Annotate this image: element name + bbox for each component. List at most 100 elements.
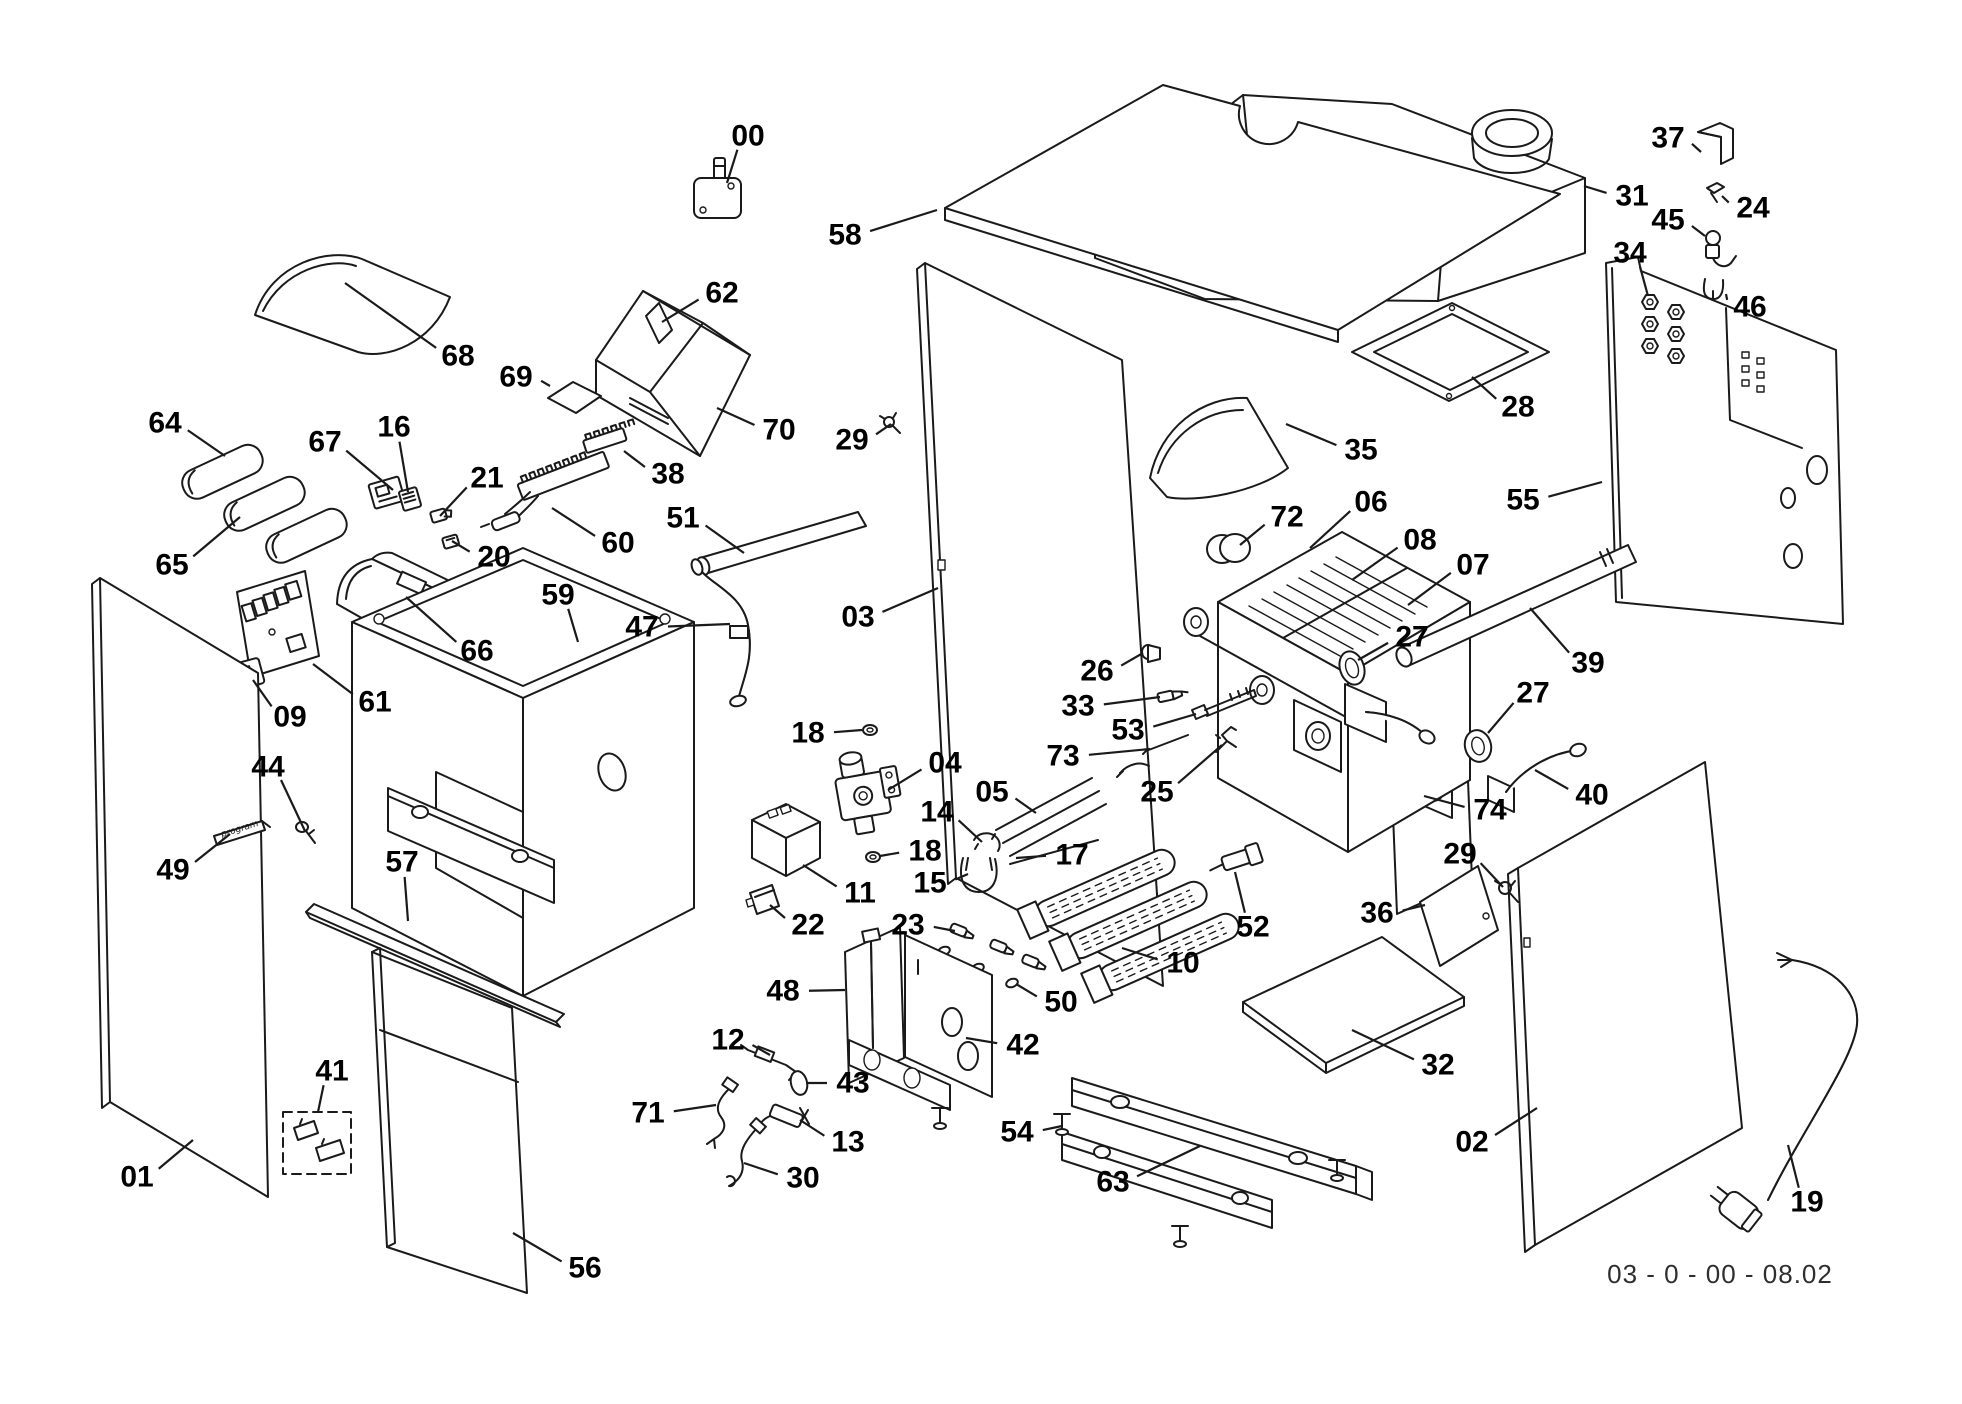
leader-line-02 — [1495, 1108, 1537, 1135]
leader-line-71 — [674, 1105, 716, 1111]
leader-line-53 — [1153, 714, 1196, 727]
leader-line-04 — [888, 769, 922, 790]
clamp-15 — [961, 858, 997, 892]
callout-41: 41 — [315, 1055, 348, 1088]
callout-12: 12 — [711, 1024, 744, 1057]
callout-46: 46 — [1733, 291, 1766, 324]
anode-rod-53 — [1192, 688, 1256, 719]
curved-panel-68 — [255, 255, 450, 354]
callout-01: 01 — [120, 1161, 153, 1194]
callout-16: 16 — [377, 411, 410, 444]
flue-sensor-52 — [1207, 843, 1264, 878]
rod-17 — [1010, 840, 1098, 864]
callout-33: 33 — [1061, 690, 1094, 723]
wiring-harness-60 — [481, 446, 609, 531]
leader-line-15 — [955, 874, 968, 880]
leader-line-27 — [1358, 643, 1388, 660]
clamp-14 — [974, 833, 1000, 851]
callout-38: 38 — [651, 458, 684, 491]
callout-31: 31 — [1615, 180, 1648, 213]
insulation-blocks-64-65 — [178, 440, 352, 567]
leader-line-34 — [1640, 267, 1648, 296]
leader-line-74 — [1424, 796, 1465, 807]
gas-valve-04 — [831, 745, 906, 837]
pilot-valve-45 — [1706, 231, 1736, 266]
plug-26 — [1142, 645, 1160, 662]
callout-37: 37 — [1651, 122, 1684, 155]
leader-line-29 — [876, 424, 891, 434]
leader-line-48 — [809, 990, 845, 991]
leader-line-60 — [552, 508, 595, 536]
air-duct-35 — [1150, 398, 1288, 499]
leader-line-69 — [541, 381, 550, 386]
leader-line-19 — [1788, 1145, 1799, 1188]
callout-67: 67 — [308, 426, 341, 459]
outlet-elbow — [1345, 684, 1437, 746]
lower-panel-56 — [372, 788, 554, 1293]
top-cover-panel-58 — [945, 85, 1560, 342]
callout-68: 68 — [441, 340, 474, 373]
base-panel-32 — [1243, 937, 1464, 1073]
leader-line-45 — [1692, 226, 1705, 236]
callout-63: 63 — [1096, 1166, 1129, 1199]
right-side-panel-55 — [1606, 257, 1843, 624]
callout-00: 00 — [731, 120, 764, 153]
front-door-01 — [92, 578, 268, 1197]
callout-59: 59 — [541, 579, 574, 612]
nuts-34 — [1642, 295, 1684, 363]
screw-29-left — [880, 413, 900, 433]
hood-opening-62 — [646, 303, 672, 343]
leader-line-70 — [717, 408, 754, 425]
leader-line-11 — [803, 865, 837, 886]
thermocouple-30 — [727, 1118, 766, 1186]
pilot-bracket-48 — [845, 927, 950, 1110]
callout-39: 39 — [1571, 647, 1604, 680]
leader-line-47 — [668, 624, 730, 626]
callout-42: 42 — [1006, 1029, 1039, 1062]
callout-27: 27 — [1395, 621, 1428, 654]
relay-67 — [368, 476, 405, 509]
callout-65: 65 — [155, 549, 188, 582]
callout-10: 10 — [1166, 947, 1199, 980]
callout-36: 36 — [1360, 897, 1393, 930]
leader-line-54 — [1043, 1126, 1062, 1130]
callout-27: 27 — [1516, 677, 1549, 710]
callout-62: 62 — [705, 277, 738, 310]
clip-24 — [1707, 183, 1724, 202]
leader-line-18 — [880, 853, 899, 856]
leader-line-18 — [834, 730, 862, 732]
leader-line-29 — [1481, 863, 1503, 887]
callout-28: 28 — [1501, 391, 1534, 424]
leader-line-25 — [1178, 745, 1222, 783]
leader-line-52 — [1235, 872, 1245, 913]
insulation-sheet-69 — [548, 382, 601, 413]
callout-21: 21 — [470, 462, 503, 495]
leader-line-30 — [744, 1163, 778, 1174]
leader-line-01 — [159, 1140, 193, 1169]
callout-22: 22 — [791, 909, 824, 942]
callout-50: 50 — [1044, 986, 1077, 1019]
leader-line-33 — [1104, 697, 1160, 704]
callout-49: 49 — [156, 854, 189, 887]
callout-71: 71 — [631, 1097, 664, 1130]
capillary-73 — [1117, 735, 1188, 777]
power-plug — [1706, 1181, 1764, 1234]
callout-13: 13 — [831, 1126, 864, 1159]
leader-line-50 — [1016, 984, 1037, 996]
leader-line-66 — [406, 597, 456, 642]
callout-57: 57 — [385, 846, 418, 879]
cover-plate-36 — [1420, 866, 1498, 966]
callout-35: 35 — [1344, 434, 1377, 467]
callout-48: 48 — [766, 975, 799, 1008]
gasket-27-lower — [1461, 727, 1494, 765]
callout-09: 09 — [273, 701, 306, 734]
callout-25: 25 — [1140, 776, 1173, 809]
junction-box-11 — [752, 804, 820, 876]
callout-06: 06 — [1354, 486, 1387, 519]
callout-05: 05 — [975, 776, 1008, 809]
leader-line-05 — [1015, 798, 1036, 813]
callout-64: 64 — [148, 407, 182, 440]
callout-04: 04 — [928, 747, 962, 780]
callout-07: 07 — [1456, 549, 1489, 582]
